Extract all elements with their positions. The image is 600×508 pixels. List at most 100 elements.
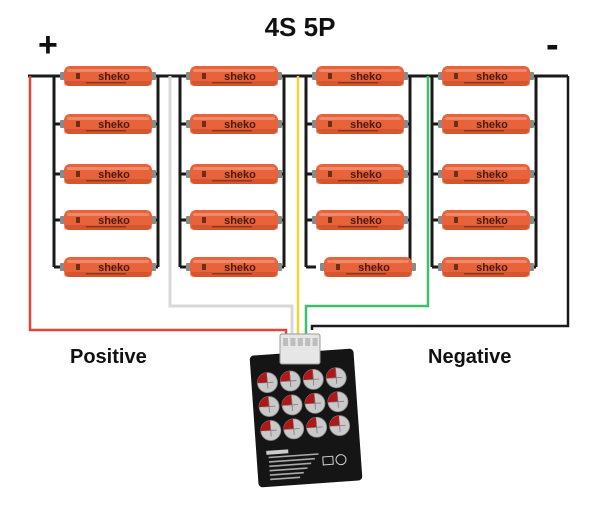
cell-highlight bbox=[67, 117, 149, 120]
cell-terminal-icon bbox=[151, 170, 156, 178]
cell-highlight bbox=[193, 69, 275, 72]
capacitor-vent bbox=[291, 398, 293, 411]
board-fineprint bbox=[270, 476, 301, 481]
cell-highlight bbox=[193, 260, 275, 263]
battery-cell: sheko bbox=[320, 257, 416, 277]
board-fineprint bbox=[269, 462, 312, 468]
cell-highlight bbox=[445, 213, 527, 216]
cell-highlight bbox=[193, 167, 275, 170]
battery-cell: sheko bbox=[438, 257, 534, 277]
connector-pin bbox=[312, 338, 318, 346]
cell-highlight bbox=[319, 213, 401, 216]
cell-terminal-icon bbox=[312, 120, 317, 128]
battery-cell: sheko bbox=[438, 164, 534, 184]
cell-terminal-icon bbox=[403, 72, 408, 80]
capacitor-vent bbox=[292, 422, 295, 435]
negative-label: Negative bbox=[428, 346, 512, 368]
cell-terminal-icon bbox=[438, 170, 443, 178]
cell-brand-logo: sheko bbox=[350, 215, 382, 227]
cell-terminal-icon bbox=[186, 120, 191, 128]
cell-brand-logo: sheko bbox=[98, 119, 130, 131]
cell-fineprint bbox=[86, 226, 126, 228]
cell-brand-logo: sheko bbox=[98, 262, 130, 274]
board-fineprint bbox=[268, 457, 315, 463]
cell-terminal-icon bbox=[529, 170, 534, 178]
battery-cell: sheko bbox=[186, 257, 282, 277]
balancer-board-body bbox=[249, 348, 363, 488]
negative-terminal-symbol: - bbox=[546, 24, 559, 66]
capacitor-stripe bbox=[257, 372, 268, 384]
cell-fineprint bbox=[346, 273, 386, 275]
cell-brand-logo: sheko bbox=[476, 119, 508, 131]
capacitor-stripe bbox=[303, 369, 314, 381]
cell-fineprint bbox=[464, 180, 504, 182]
cell-highlight bbox=[67, 167, 149, 170]
capacitor-icon bbox=[325, 367, 347, 389]
cell-mark-icon bbox=[202, 121, 206, 127]
cell-brand-logo: sheko bbox=[98, 169, 130, 181]
battery-cell: sheko bbox=[186, 210, 282, 230]
connector-pin bbox=[290, 338, 296, 346]
battery-cell: sheko bbox=[186, 114, 282, 134]
capacitor-vent bbox=[335, 371, 338, 384]
cell-highlight bbox=[445, 69, 527, 72]
cell-terminal-icon bbox=[60, 216, 65, 224]
battery-cell: sheko bbox=[60, 164, 156, 184]
cell-brand-logo: sheko bbox=[476, 262, 508, 274]
cell-terminal-icon bbox=[151, 120, 156, 128]
cell-terminal-icon bbox=[60, 170, 65, 178]
capacitor-stripe bbox=[305, 393, 315, 405]
cell-brand-logo: sheko bbox=[350, 71, 382, 83]
cell-terminal-icon bbox=[438, 72, 443, 80]
cell-terminal-icon bbox=[60, 120, 65, 128]
cell-terminal-icon bbox=[411, 263, 416, 271]
cell-mark-icon bbox=[76, 217, 80, 223]
capacitor-vent bbox=[337, 395, 339, 408]
cell-terminal-icon bbox=[277, 216, 282, 224]
capacitor-icon bbox=[327, 391, 349, 413]
capacitor-vent bbox=[268, 400, 270, 413]
cell-terminal-icon bbox=[529, 120, 534, 128]
cell-highlight bbox=[193, 117, 275, 120]
battery-cell: sheko bbox=[438, 210, 534, 230]
capacitor-icon bbox=[257, 372, 278, 394]
positive-terminal-symbol: + bbox=[38, 26, 58, 64]
cell-brand-logo: sheko bbox=[358, 262, 390, 274]
balancer-board bbox=[249, 333, 363, 488]
cell-mark-icon bbox=[454, 264, 458, 270]
wire-green bbox=[304, 76, 430, 334]
cell-terminal-icon bbox=[438, 263, 443, 271]
capacitor-icon bbox=[304, 392, 326, 414]
battery-cells: sheko sheko sheko sheko sheko sheko sheko sheko… bbox=[60, 66, 534, 277]
cell-highlight bbox=[319, 69, 401, 72]
board-fineprint bbox=[269, 467, 308, 472]
cell-terminal-icon bbox=[151, 216, 156, 224]
cell-mark-icon bbox=[202, 264, 206, 270]
board-fineprint bbox=[269, 471, 304, 476]
cell-terminal-icon bbox=[277, 120, 282, 128]
capacitor-icon bbox=[279, 370, 301, 392]
capacitor-stripe bbox=[260, 420, 271, 432]
capacitor-icon bbox=[306, 416, 328, 438]
cell-fineprint bbox=[338, 130, 378, 132]
cell-fineprint bbox=[86, 273, 126, 275]
cell-fineprint bbox=[464, 130, 504, 132]
capacitor-icon bbox=[329, 415, 351, 437]
cell-terminal-icon bbox=[403, 120, 408, 128]
capacitor-vent bbox=[314, 397, 316, 410]
capacitor-stripe bbox=[259, 396, 270, 408]
cell-mark-icon bbox=[454, 121, 458, 127]
connector-pin bbox=[305, 338, 311, 346]
cell-terminal-icon bbox=[277, 263, 282, 271]
wire-negative-black bbox=[310, 76, 570, 330]
cell-mark-icon bbox=[76, 73, 80, 79]
cell-mark-icon bbox=[76, 264, 80, 270]
cell-highlight bbox=[193, 213, 275, 216]
cell-terminal-icon bbox=[60, 72, 65, 80]
battery-cell: sheko bbox=[312, 164, 408, 184]
cell-fineprint bbox=[212, 273, 252, 275]
battery-cell: sheko bbox=[186, 164, 282, 184]
battery-cell: sheko bbox=[60, 114, 156, 134]
cell-fineprint bbox=[464, 82, 504, 84]
